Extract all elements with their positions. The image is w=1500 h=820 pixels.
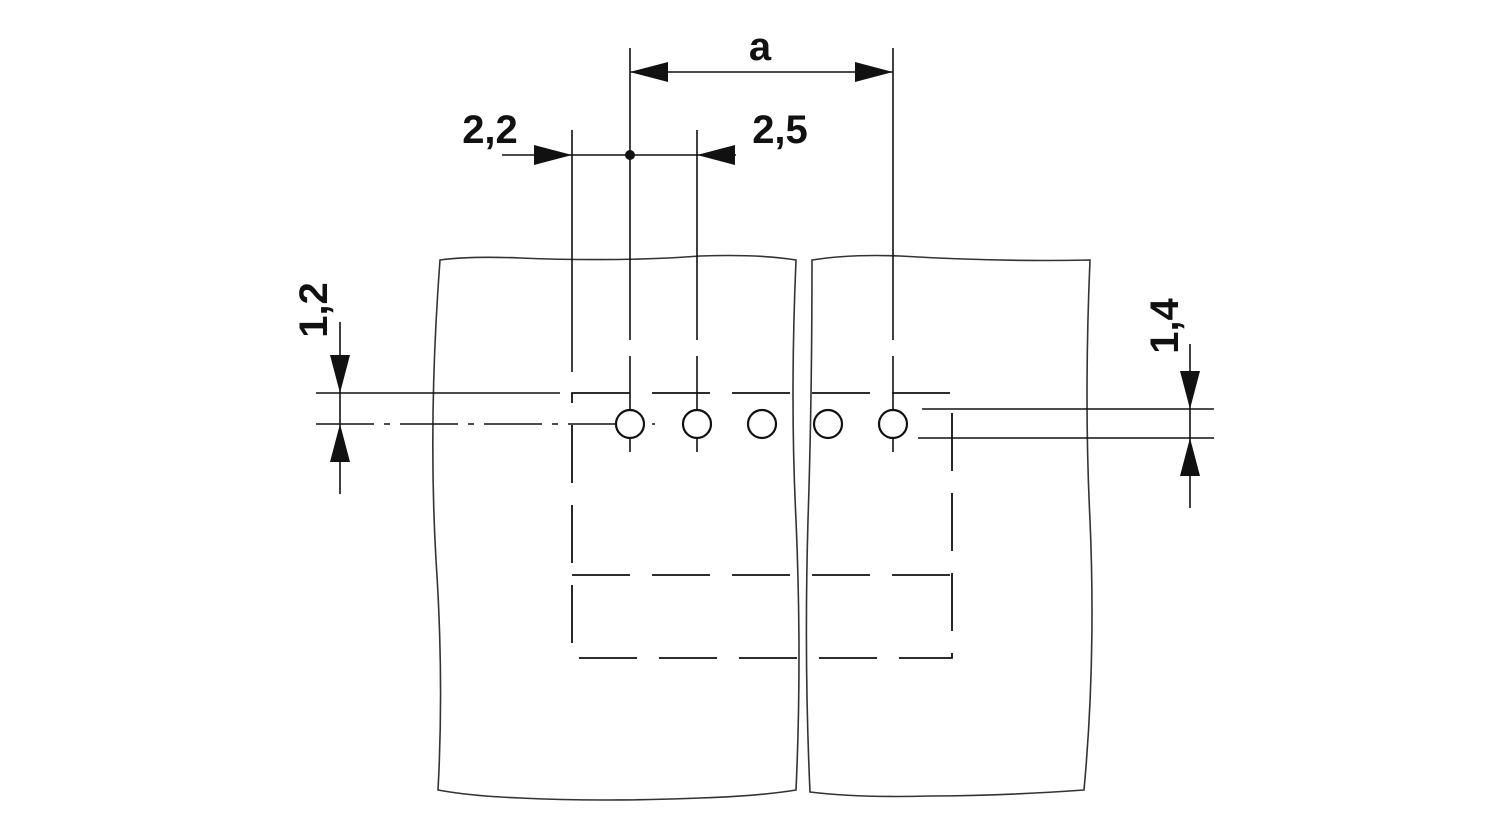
arrow-1-4-bottom (1180, 438, 1200, 476)
hole-4 (812, 408, 844, 440)
left-board-outline (432, 254, 800, 801)
arrow-1-4-top (1180, 371, 1200, 409)
dim-label-2-2: 2,2 (462, 108, 518, 152)
dim-label-1-4: 1,4 (1143, 297, 1187, 353)
arrow-2-5 (697, 145, 735, 165)
footprint-outline (571, 392, 953, 659)
hole-3 (746, 408, 778, 440)
arrow-1-2-bottom (330, 424, 350, 462)
dim-label-a: a (749, 25, 772, 69)
arrow-a-left (630, 62, 668, 82)
hole-1 (614, 408, 646, 440)
hole-5 (877, 408, 909, 440)
dim-dot (625, 150, 635, 160)
right-board-outline (805, 254, 1093, 798)
hole-2 (681, 408, 713, 440)
dim-label-2-5: 2,5 (752, 108, 808, 152)
dim-label-1-2: 1,2 (292, 282, 336, 338)
arrow-a-right (855, 62, 893, 82)
arrow-2-2 (534, 145, 572, 165)
arrow-1-2-top (330, 355, 350, 393)
